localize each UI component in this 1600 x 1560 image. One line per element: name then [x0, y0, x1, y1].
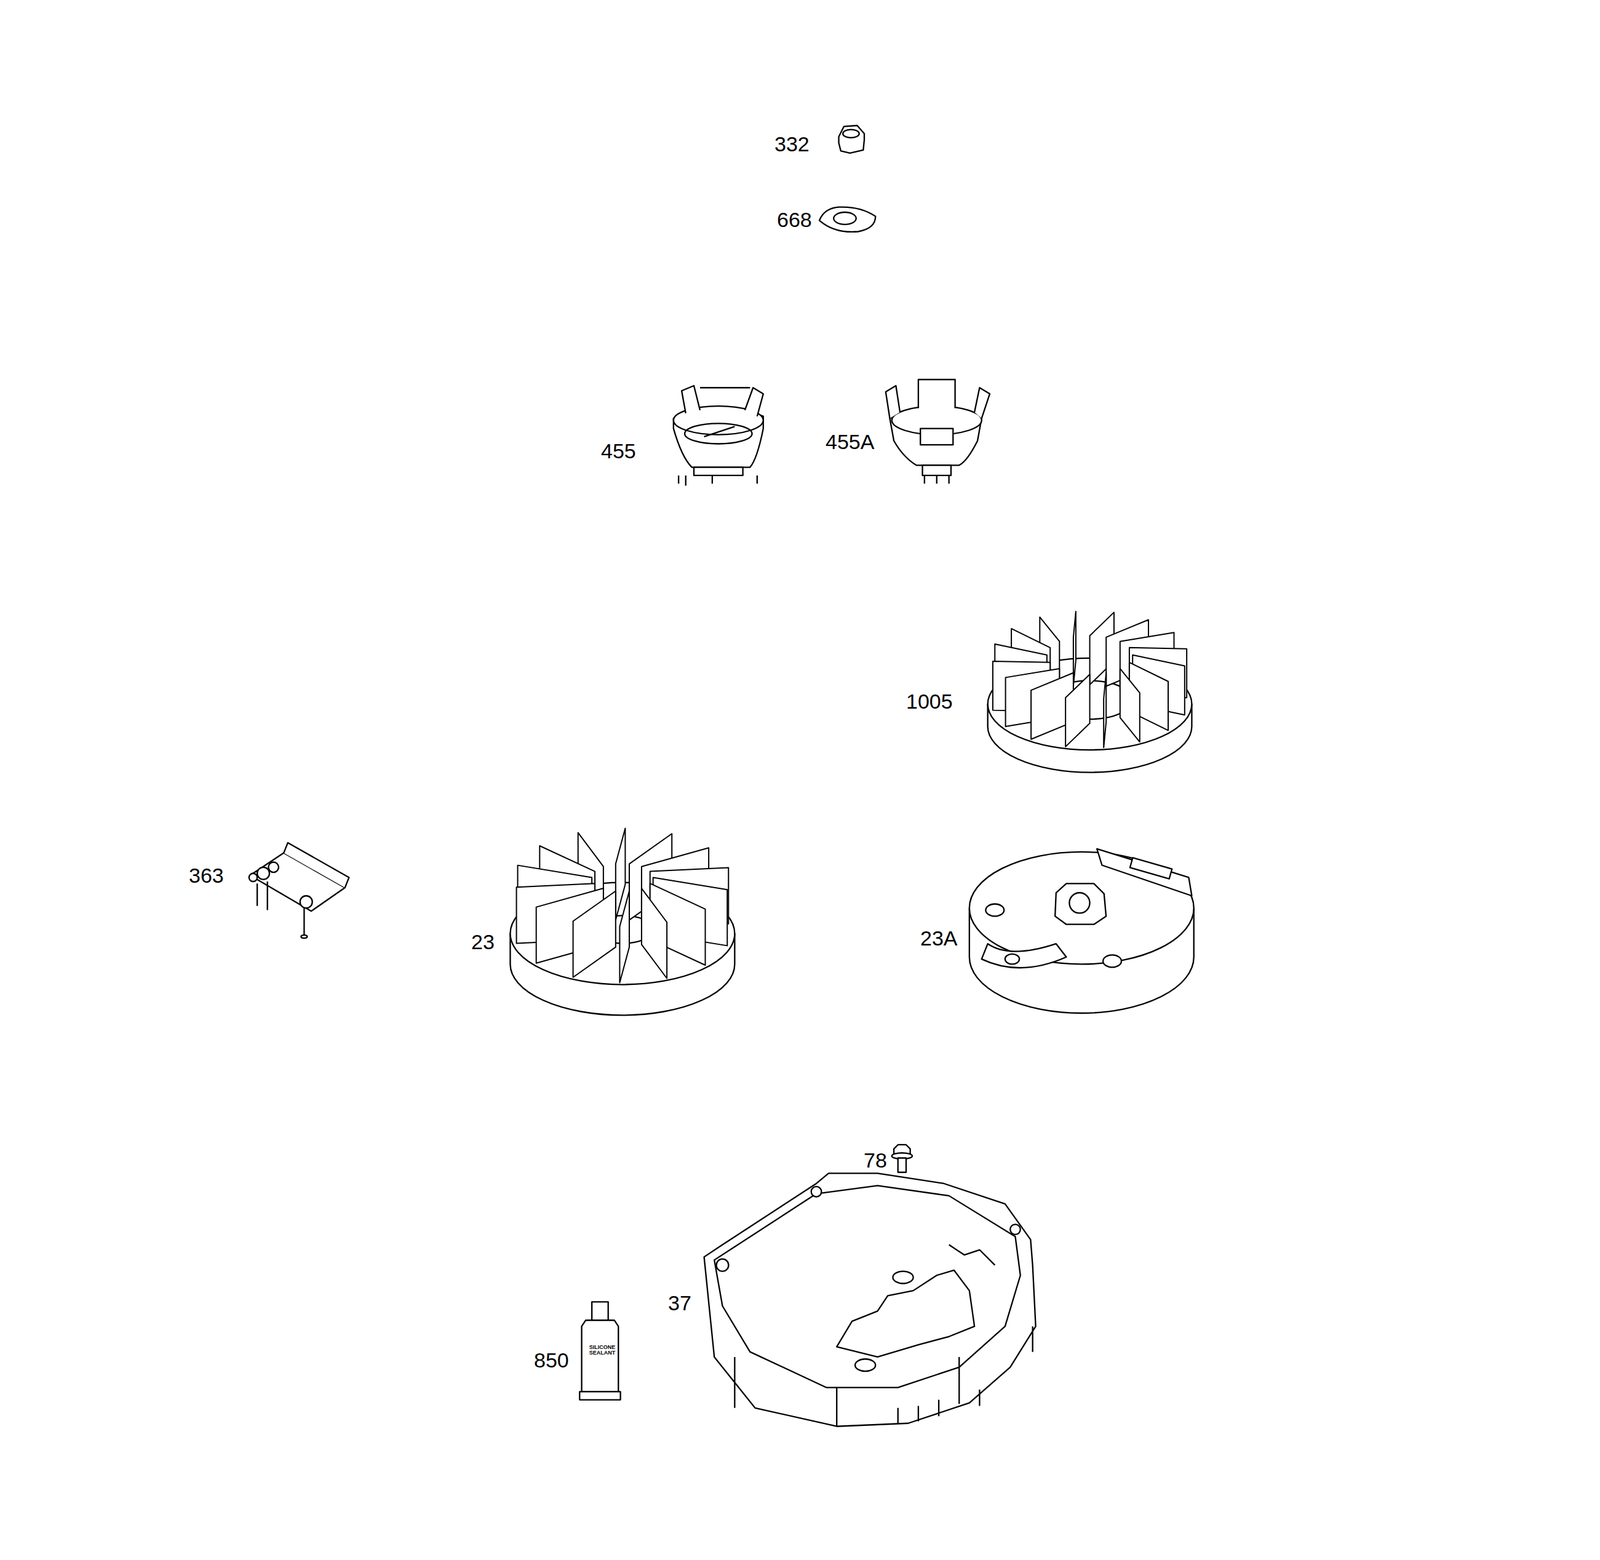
bracket [249, 842, 350, 939]
blower-housing [704, 1173, 1036, 1426]
callout-number: 668 [776, 209, 812, 231]
tube-print: SILICONE SEALANT [586, 1344, 618, 1357]
starter-cup [885, 379, 990, 484]
callout-number: 78 [863, 1149, 888, 1171]
flywheel [509, 828, 735, 1016]
callout-number: 455A [825, 431, 875, 453]
callout-number: 23A [920, 927, 958, 949]
fan [987, 611, 1193, 773]
starter-cup [673, 385, 764, 486]
sealant-tube [579, 1301, 621, 1400]
nut [839, 125, 865, 154]
callout-number: 23 [471, 931, 495, 953]
callout-number: 332 [774, 133, 810, 155]
washer [819, 207, 876, 232]
flywheel [969, 848, 1195, 1014]
callout-number: 455 [600, 440, 637, 462]
bolt [891, 1144, 913, 1173]
callout-number: 37 [668, 1292, 692, 1314]
callout-number: 850 [533, 1349, 570, 1371]
callout-number: 363 [188, 864, 224, 886]
callout-number: 1005 [906, 690, 953, 712]
